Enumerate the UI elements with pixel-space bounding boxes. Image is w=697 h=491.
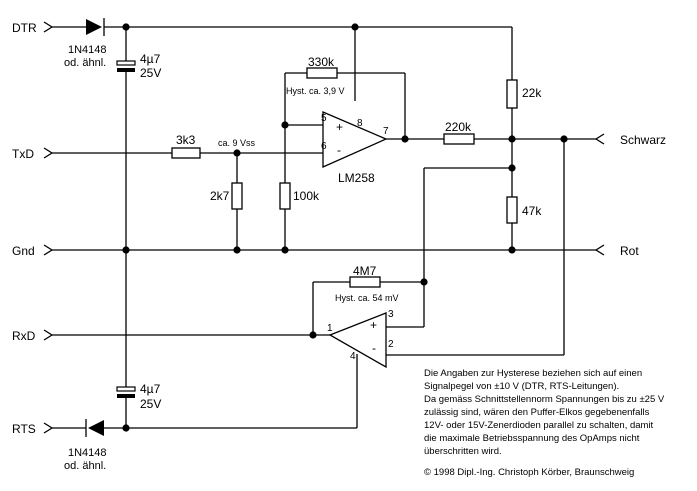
terminals — [43, 21, 605, 434]
capacitor-top — [116, 60, 136, 72]
label-rts: RTS — [12, 422, 36, 436]
pin-2: 2 — [388, 339, 394, 350]
diode-bottom — [85, 419, 104, 437]
label-rot: Rot — [620, 244, 639, 258]
note-line-3: Da gemäss Schnittstellennorm Spannungen … — [424, 394, 665, 405]
label-r-100k: 100k — [293, 189, 320, 203]
opamp-top-plus: + — [336, 120, 343, 134]
label-r-47k: 47k — [522, 204, 542, 218]
terminal-rxd — [43, 329, 54, 341]
note-line-4: zulässig sind, wären den Puffer-Elkos ge… — [424, 407, 650, 418]
label-r-220k: 220k — [445, 120, 472, 134]
terminal-dtr — [43, 21, 54, 33]
label-diode-top-alt: od. ähnl. — [64, 57, 106, 69]
label-rxd: RxD — [12, 329, 36, 343]
label-diode-bottom: 1N4148 — [68, 447, 107, 459]
label-hyst-bottom: Hyst. ca. 54 mV — [335, 293, 399, 303]
pin-8: 8 — [357, 118, 363, 129]
pin-5: 5 — [321, 113, 327, 124]
label-r-330k: 330k — [308, 55, 335, 69]
opamp-bottom — [328, 312, 387, 369]
label-r-2k7: 2k7 — [210, 189, 230, 203]
resistor-2k7 — [231, 182, 243, 210]
label-hyst-top: Hyst. ca. 3,9 V — [286, 86, 345, 96]
label-gnd: Gnd — [12, 244, 35, 258]
pin-3: 3 — [388, 309, 394, 320]
opamp-bottom-minus: - — [372, 341, 376, 355]
resistor-330k — [306, 67, 338, 79]
note-line-5: 12V- oder 15V-Zenerdioden parallel zu sc… — [424, 420, 654, 431]
opamp-bottom-plus: + — [370, 318, 377, 332]
label-diode-bottom-alt: od. ähnl. — [64, 460, 106, 472]
resistor-22k — [506, 79, 518, 109]
label-dtr: DTR — [12, 21, 37, 35]
note-line-2: Signalpegel von ±10 V (DTR, RTS-Leitunge… — [424, 381, 619, 392]
note-line-7: überschritten wird. — [424, 446, 502, 457]
terminal-rot — [594, 244, 605, 256]
label-vss-note: ca. 9 Vss — [218, 138, 256, 148]
label-cap-top-value: 4µ7 — [140, 52, 161, 66]
resistor-220k — [443, 133, 475, 145]
diode-top — [86, 18, 105, 36]
label-r-22k: 22k — [522, 86, 542, 100]
notes-block: Die Angaben zur Hysterese beziehen sich … — [424, 368, 665, 478]
resistor-100k — [279, 182, 291, 210]
label-cap-top-voltage: 25V — [140, 66, 161, 80]
pin-4: 4 — [350, 351, 356, 362]
opamp-top — [322, 111, 388, 169]
junction-dots — [122, 23, 568, 432]
label-cap-bottom-value: 4µ7 — [140, 382, 161, 396]
pin-1: 1 — [327, 323, 333, 334]
terminal-txd — [43, 147, 54, 159]
label-r-4m7: 4M7 — [353, 264, 377, 278]
capacitor-bottom — [116, 386, 136, 398]
wires — [52, 26, 596, 429]
label-schwarz: Schwarz — [620, 133, 666, 147]
terminal-schwarz — [594, 133, 605, 145]
opamp-top-minus: - — [337, 143, 341, 157]
pin-7: 7 — [383, 126, 389, 137]
resistor-47k — [506, 196, 518, 224]
label-opamp-top: LM258 — [338, 171, 375, 185]
label-r-3k3: 3k3 — [176, 133, 196, 147]
pin-6: 6 — [321, 141, 327, 152]
label-txd: TxD — [12, 147, 34, 161]
terminal-rts — [43, 422, 54, 434]
resistor-4m7 — [349, 276, 381, 288]
label-diode-top: 1N4148 — [68, 44, 107, 56]
copyright: © 1998 Dipl.-Ing. Christoph Körber, Brau… — [424, 467, 634, 478]
label-cap-bottom-voltage: 25V — [140, 397, 161, 411]
note-line-6: die maximale Betriebsspannung des OpAmps… — [424, 433, 640, 444]
note-line-1: Die Angaben zur Hysterese beziehen sich … — [424, 368, 642, 379]
resistor-3k3 — [171, 147, 201, 159]
terminal-gnd — [43, 244, 54, 256]
